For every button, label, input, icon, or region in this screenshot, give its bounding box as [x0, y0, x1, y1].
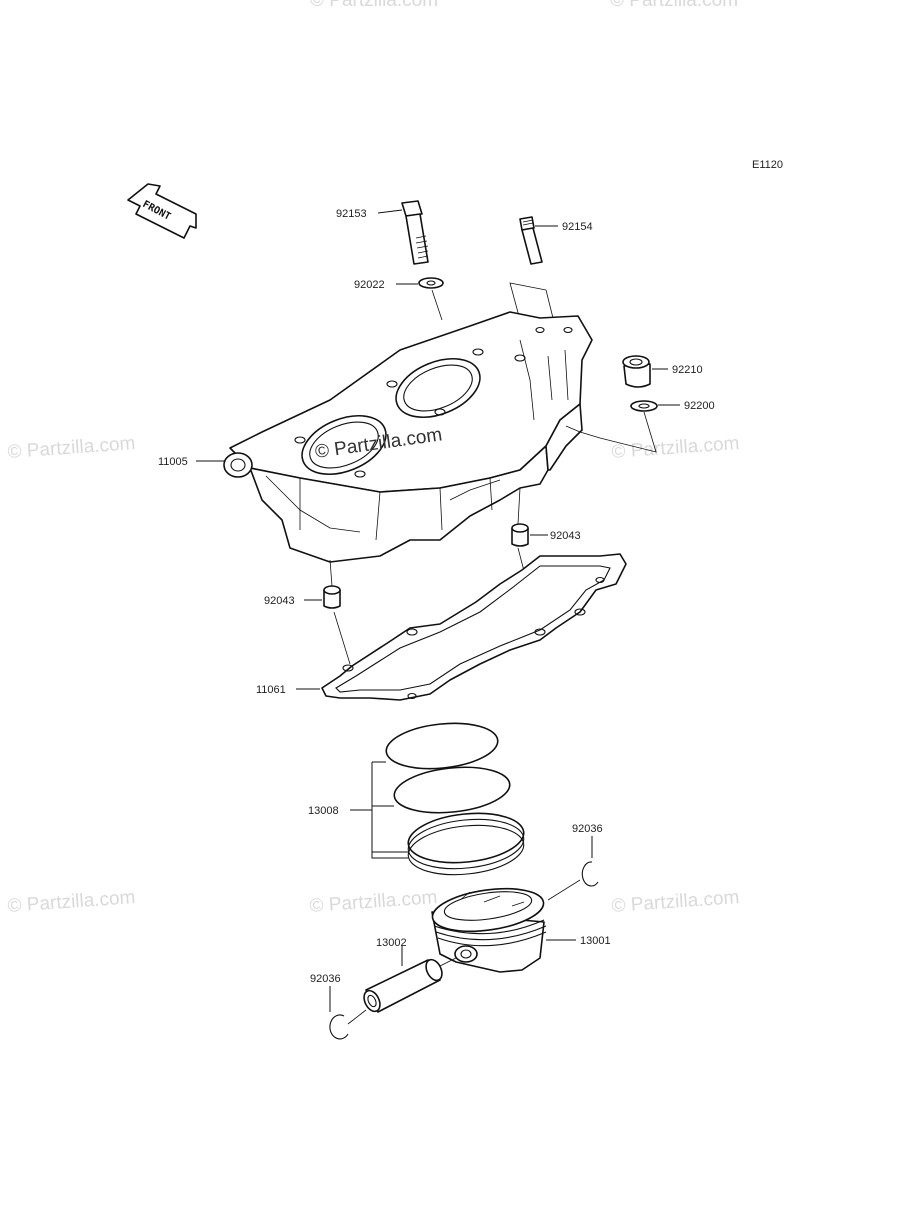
watermark-mid-right: © Partzilla.com: [611, 433, 740, 463]
circlip-92036-right[interactable]: 92036: [547, 823, 603, 901]
front-arrow-icon: FRONT: [127, 183, 197, 239]
label-92200: 92200: [684, 400, 715, 412]
sleeve-92210[interactable]: 92210: [622, 355, 703, 388]
gasket-11061[interactable]: 11061: [256, 553, 627, 701]
watermark-top-right: © Partzilla.com: [610, 0, 738, 11]
label-92022: 92022: [354, 279, 385, 291]
watermark-mid-left: © Partzilla.com: [7, 433, 136, 463]
washer-92022[interactable]: 92022: [354, 277, 444, 291]
label-92036-right: 92036: [572, 823, 603, 835]
label-92153: 92153: [336, 208, 367, 220]
bolt-92153[interactable]: 92153: [336, 200, 429, 265]
label-92043-right: 92043: [550, 530, 581, 542]
label-13008: 13008: [308, 805, 339, 817]
dowel-92043-right[interactable]: 92043: [511, 487, 581, 633]
label-92210: 92210: [672, 364, 703, 376]
diagram-code: E1120: [752, 159, 783, 171]
label-11061: 11061: [256, 684, 286, 696]
cylinder-11005[interactable]: 11005: [158, 311, 593, 563]
label-92154: 92154: [562, 221, 593, 233]
circlip-92036-left[interactable]: 92036: [310, 973, 367, 1040]
piston-13001[interactable]: 13001: [430, 882, 611, 973]
label-92036-left: 92036: [310, 973, 341, 985]
bolt-92154[interactable]: 92154: [519, 216, 593, 265]
washer-92200[interactable]: 92200: [565, 400, 715, 453]
label-13001: 13001: [580, 935, 611, 947]
label-11005: 11005: [158, 456, 188, 468]
watermark-bottom-left: © Partzilla.com: [7, 887, 136, 917]
watermark-bottom-right: © Partzilla.com: [611, 887, 740, 917]
watermark-bottom-center: © Partzilla.com: [309, 887, 438, 917]
piston-pin-13002[interactable]: 13002: [361, 937, 457, 1014]
piston-rings-13008[interactable]: 13008: [308, 718, 526, 880]
dowel-92043-left[interactable]: 92043: [264, 559, 351, 665]
watermark-top-center: © Partzilla.com: [310, 0, 438, 11]
label-13002: 13002: [376, 937, 407, 949]
label-92043-left: 92043: [264, 595, 295, 607]
